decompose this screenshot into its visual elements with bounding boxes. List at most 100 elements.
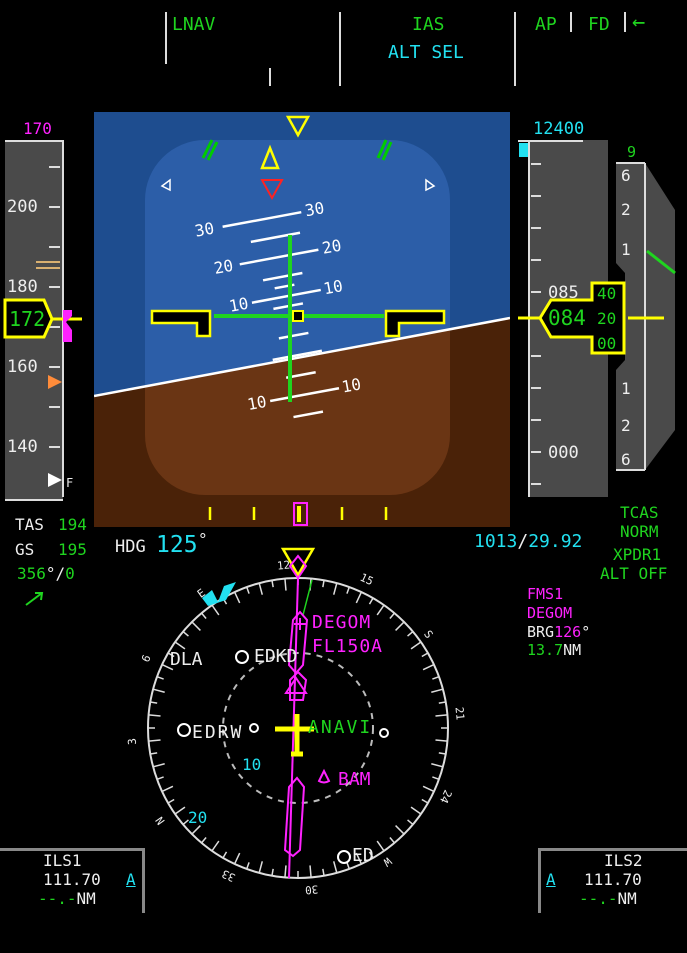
wind-arrow-icon xyxy=(25,592,44,606)
ils1-frequency: 111.70 xyxy=(43,870,101,889)
autopilot-status: AP xyxy=(535,14,557,35)
waypoint-bearing: BRG126° xyxy=(527,625,590,640)
compass-tick xyxy=(233,591,241,604)
altitude-rolling-digit: 40 xyxy=(597,284,617,303)
compass-tick xyxy=(410,806,422,815)
compass-tick xyxy=(346,586,351,594)
aircraft-symbol-right xyxy=(384,309,446,338)
compass-tick xyxy=(222,851,228,859)
waypoint-anavi[interactable]: ANAVI xyxy=(308,717,373,738)
compass-tick xyxy=(376,840,385,852)
fma-divider xyxy=(269,68,271,86)
vsi-tick-label: 2 xyxy=(621,416,631,435)
compass-tick xyxy=(355,852,363,865)
compass-label: 12 xyxy=(276,558,291,573)
compass-tick xyxy=(161,663,174,671)
altitude-readout-box xyxy=(538,281,626,355)
fma-vertical-armed: ALT SEL xyxy=(388,42,464,63)
compass-tick xyxy=(152,762,165,768)
compass-tick xyxy=(407,819,414,825)
dist-unit: NM xyxy=(563,641,582,659)
altitude-rolling-digit: 00 xyxy=(597,334,617,353)
compass-tick xyxy=(211,840,220,852)
fms-source: FMS1 xyxy=(527,585,564,603)
compass-tick xyxy=(201,612,207,619)
compass-tick xyxy=(431,762,444,768)
compass-tick xyxy=(422,785,435,793)
compass-tick xyxy=(167,798,175,804)
selected-heading: 125 xyxy=(156,532,198,558)
compass-label: 30 xyxy=(304,882,319,897)
ils2-distance: --.- xyxy=(579,889,618,908)
airport-edrw[interactable]: EDRW xyxy=(192,722,244,743)
compass-tick xyxy=(284,578,287,591)
compass-tick xyxy=(432,675,440,680)
ils1-panel xyxy=(0,848,145,913)
compass-tick xyxy=(407,631,414,637)
speed-tick-label: 180 xyxy=(7,277,38,297)
speed-bug xyxy=(48,375,62,389)
compass-tick xyxy=(322,580,325,588)
navigation-display xyxy=(147,547,449,879)
fma-divider xyxy=(339,12,341,86)
ils1-mode[interactable]: A xyxy=(126,870,136,889)
arrow-left-icon: ← xyxy=(632,10,646,35)
compass-tick xyxy=(421,652,429,658)
transponder-label: XPDR1 xyxy=(613,545,662,564)
active-waypoint: DEGOM xyxy=(527,604,573,622)
vsi-tick-label: 2 xyxy=(621,200,631,219)
compass-tick xyxy=(332,582,338,595)
vsi-tick-label: 1 xyxy=(621,240,631,259)
compass-tick xyxy=(355,591,363,604)
altitude-rolling-digit: 20 xyxy=(597,309,617,328)
speed-readout-box xyxy=(3,298,54,339)
compass-tick xyxy=(150,701,158,704)
roll-pointer xyxy=(285,115,311,138)
bank-angle-warning xyxy=(260,179,284,201)
compass-tick xyxy=(389,612,395,619)
flap-marker: F xyxy=(66,476,74,490)
altitude-tick-label: 085 xyxy=(548,283,579,303)
compass-tick xyxy=(167,652,175,658)
vsi-tick-label: 1 xyxy=(621,379,631,398)
navaid-dla[interactable]: DLA xyxy=(170,649,203,670)
ils2-unit: NM xyxy=(617,889,637,908)
compass-tick xyxy=(211,604,220,616)
baro-inhg: 29.92 xyxy=(528,531,583,552)
compass-label: 3 xyxy=(125,737,139,746)
compass-tick xyxy=(421,798,429,804)
ils2-panel xyxy=(538,848,687,913)
aircraft-symbol-left xyxy=(150,309,212,338)
compass-tick xyxy=(422,663,435,671)
compass-tick xyxy=(258,582,264,595)
compass-tick xyxy=(152,688,165,694)
ils2-title: ILS2 xyxy=(604,851,643,870)
selected-altitude: 12400 xyxy=(533,119,585,139)
baro-setting[interactable]: 1013/29.92 xyxy=(474,533,582,551)
compass-tick xyxy=(431,688,444,694)
flight-director-status: FD xyxy=(588,14,610,35)
heading-bug xyxy=(280,547,316,578)
airport-edkd[interactable]: EDKD xyxy=(254,646,298,667)
compass-tick xyxy=(150,752,158,755)
compass-tick xyxy=(395,825,405,835)
ils2-mode[interactable]: A xyxy=(546,870,556,889)
range-label-outer: 20 xyxy=(188,808,208,827)
ils1-unit: NM xyxy=(76,889,96,908)
compass-tick xyxy=(174,641,186,650)
waypoint-degom[interactable]: DEGOM xyxy=(312,612,372,633)
compass-tick xyxy=(201,837,207,844)
selected-speed: 170 xyxy=(23,119,52,138)
compass-tick xyxy=(156,675,164,680)
brg-value: 126 xyxy=(554,623,582,641)
compass-tick xyxy=(148,714,161,717)
navaid-bam[interactable]: BAM xyxy=(338,769,371,790)
vsi-tick-label: 6 xyxy=(621,450,631,469)
compass-tick xyxy=(156,776,164,781)
airport-ed[interactable]: ED xyxy=(352,845,374,866)
compass-tick xyxy=(191,621,201,631)
transponder-mode: ALT OFF xyxy=(600,564,668,583)
compass-tick xyxy=(435,714,448,717)
compass-tick xyxy=(435,739,448,742)
compass-tick xyxy=(174,806,186,815)
